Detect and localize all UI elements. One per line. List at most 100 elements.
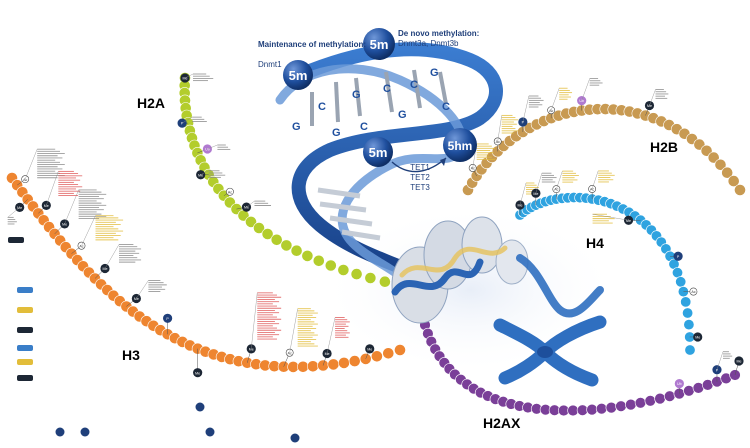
histone-h2ax-label: H2AX [483, 415, 521, 431]
h4-bead [683, 319, 695, 331]
histone-h2a-label: H2A [137, 95, 165, 111]
tet2-label: TET2 [410, 173, 430, 182]
dna-rung [317, 187, 361, 199]
h2ax-bead [595, 403, 608, 415]
dna-double-helix: G C G C C G G C G C 5m 5m 5m [258, 28, 503, 290]
mark-5hm-label: 5hm [448, 139, 473, 153]
dna-rung [384, 71, 394, 113]
h2a-bead [324, 259, 337, 272]
h2ax-bead [663, 390, 676, 402]
tet1-label: TET1 [410, 163, 430, 172]
reader-domain-icon [17, 345, 33, 351]
h4-annotation-leader [519, 182, 527, 206]
maintenance-title: Maintenance of methylation: [258, 40, 366, 49]
h2b-annotation-leader [497, 115, 502, 142]
h2ax-bead [567, 404, 579, 417]
h2ax-methyl-mark-label: Me [737, 360, 742, 364]
h3-methyl-mark-icon [365, 344, 375, 354]
h2b-acetyl-mark-label: Ac [549, 109, 553, 113]
h2b-phospho-mark-label: P [522, 121, 525, 125]
h3-annotation-leader [136, 280, 149, 299]
phospho-node-icon [290, 433, 300, 443]
h2ax-bead [654, 392, 666, 405]
h3-bead [327, 358, 340, 371]
h2a-annotation-leader [207, 144, 218, 150]
h2a-ubiquitin-mark-label: Ub [205, 148, 210, 152]
histone-h4-label: H4 [586, 235, 604, 251]
h2ax-bead [615, 400, 627, 412]
h3-acetyl-mark-label: Ac [79, 244, 83, 248]
nucleosome-chromatin [391, 216, 604, 324]
dna-base-g: G [292, 121, 301, 133]
h3-annotation-leader [104, 244, 120, 269]
h2ax-bead [644, 395, 656, 407]
tet-arrow-head [440, 158, 446, 166]
h2a-acetyl-mark-label: Ac [228, 190, 232, 194]
phospho-node-icon [80, 427, 90, 437]
h3-annotation-leader [81, 215, 96, 246]
h2ax-bead [605, 401, 617, 414]
h3-methyl-mark-label: Me [249, 347, 254, 351]
h4-annotation-leader [556, 171, 563, 190]
dna-wrap [391, 258, 484, 296]
h3-acetyl-mark-label: Ac [288, 351, 292, 355]
h2b-acetyl-mark-label: Ac [496, 140, 500, 144]
reader-domain-icon [17, 287, 33, 293]
h3-methyl-mark-label: Me [44, 204, 49, 208]
histone-h2b-label: H2B [650, 139, 678, 155]
chromatin-fiber [516, 254, 604, 318]
h3-methyl-mark-label: Me [134, 297, 139, 301]
h2ax-ubiquitin-mark-label: Ub [677, 382, 682, 386]
phospho-node-icon [195, 402, 205, 412]
h2a-bead [280, 239, 293, 252]
h3-methyl-mark-icon [193, 368, 203, 378]
reader-domain-icon [17, 307, 33, 313]
h2b-acetyl-mark-label: Ac [471, 167, 475, 171]
h2ax-bead [625, 398, 637, 411]
h4-methyl-mark-label: Me [626, 219, 631, 223]
h4-bead [682, 307, 694, 319]
denovo-title: De novo methylation: [398, 29, 479, 38]
h4-annotation-leader [592, 214, 629, 221]
phospho-node-icon [55, 427, 65, 437]
dna-base-g: G [352, 89, 361, 101]
h2b-ubiquitin-mark-label: Ub [579, 99, 584, 103]
dna-base-g: G [398, 109, 407, 121]
h2ax-bead [634, 397, 647, 409]
h2ax-ubiquitin-mark-icon [674, 378, 684, 389]
h4-acetyl-mark-label: Ac [590, 188, 594, 192]
dna-rung [329, 215, 373, 227]
h4-phospho-mark-label: P [677, 255, 680, 259]
dna-rung [412, 69, 422, 109]
dna-rung [341, 229, 381, 241]
h3-annotation-leader [64, 189, 79, 224]
h2a-bead [312, 254, 325, 267]
h3-left-reader-icons [8, 237, 300, 443]
h3-bead [348, 355, 361, 367]
h3-bead [338, 356, 350, 369]
mark-5m-label: 5m [369, 145, 388, 160]
h2a-methyl-mark-label: Me [198, 173, 203, 177]
dna-base-g: G [332, 127, 341, 139]
h2a-bead [378, 275, 391, 288]
h2ax-methyl-mark-icon [734, 356, 744, 366]
h3-annotation-leader [7, 207, 20, 218]
reader-domain-icon [8, 237, 24, 243]
h3-methyl-mark-label: Me [103, 267, 108, 271]
dna-base-c: C [360, 121, 368, 133]
reader-domain-icon [17, 359, 33, 365]
dna-base-g: G [430, 67, 439, 79]
h2b-methyl-mark-label: Me [647, 104, 652, 108]
h2a-bead [270, 233, 283, 246]
h3-phospho-mark-label: P [166, 317, 169, 321]
reader-domain-icon [17, 327, 33, 333]
dna-rungs [310, 69, 448, 241]
h3-annotation-leader [251, 292, 258, 349]
denovo-enzymes: Dnmt3a, Dnmt3b [398, 39, 459, 48]
h2a-methyl-mark-icon [196, 170, 206, 180]
h2ax-annotation-leader [716, 351, 724, 370]
h2b-annotation-leader [581, 78, 590, 101]
